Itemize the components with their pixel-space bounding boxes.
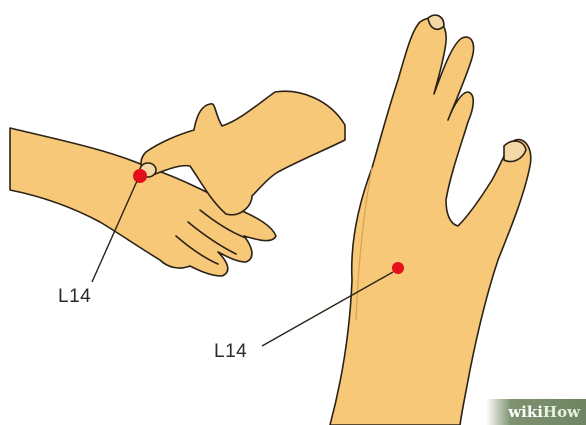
right-point-marker	[392, 262, 404, 274]
right-raised-hand	[330, 18, 531, 425]
wikihow-watermark: wikiHow	[486, 399, 586, 425]
left-point-marker	[133, 169, 147, 183]
watermark-part1: wiki	[508, 403, 543, 421]
watermark-part2: How	[543, 403, 580, 421]
left-point-label: L14	[58, 286, 91, 308]
right-point-label: L14	[214, 341, 247, 363]
